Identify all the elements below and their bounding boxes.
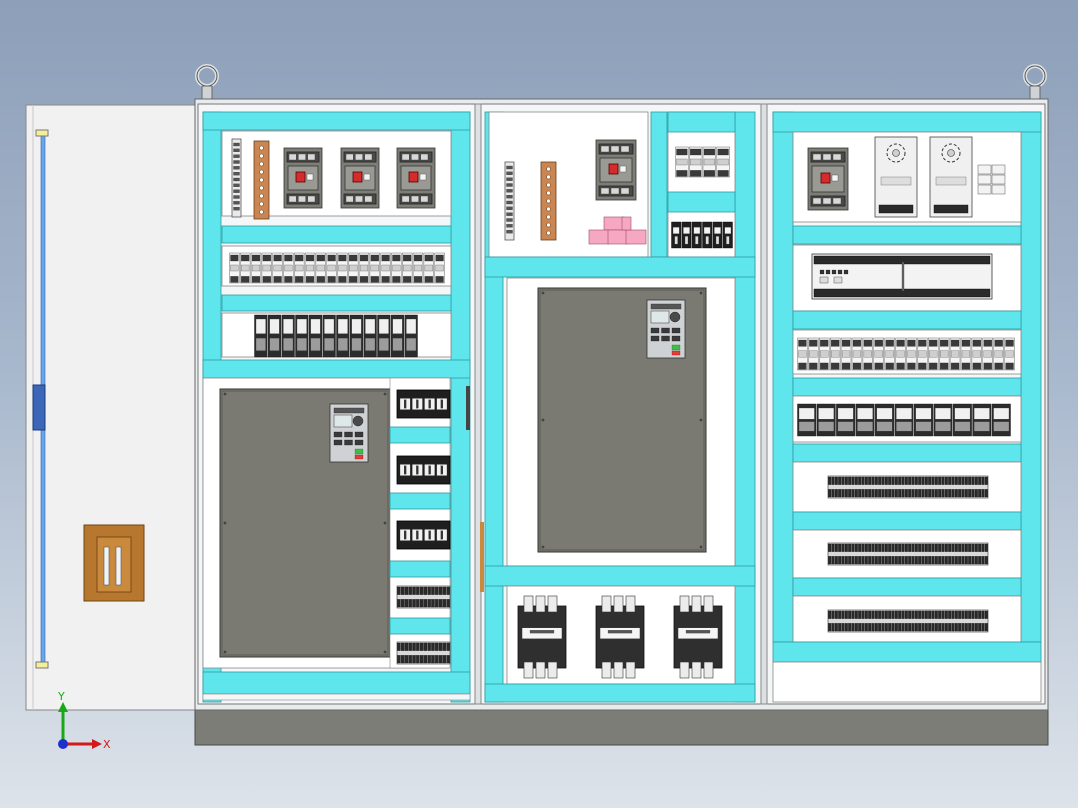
terminal-block-row (396, 585, 451, 609)
din-rail (202, 111, 471, 131)
relay-strip (797, 337, 1015, 371)
screw (541, 545, 545, 549)
din-rail (389, 426, 451, 444)
lifting-eye-right (1023, 64, 1047, 101)
contactor (517, 595, 567, 679)
door-hinge-lower (480, 522, 484, 592)
screw (699, 418, 703, 422)
door-latch (32, 384, 46, 431)
lifting-eye-left (195, 64, 219, 101)
door-hinge-upper (466, 386, 470, 430)
din-rail (389, 617, 451, 635)
relay-strip (671, 221, 733, 249)
din-rail (389, 560, 451, 578)
screw (223, 650, 227, 654)
contactor (673, 595, 723, 679)
din-rail (792, 225, 1022, 245)
din-rail (667, 111, 736, 133)
vfd-keypad (329, 403, 369, 463)
din-rail (734, 111, 756, 703)
din-rail (772, 641, 1042, 663)
relay-strip (675, 146, 730, 178)
vfd-keypad (646, 299, 686, 359)
din-rail (650, 111, 668, 258)
fan-grille (886, 143, 906, 163)
triad-x-label: X (103, 738, 111, 751)
terminal-block-row (827, 609, 989, 633)
din-rail (389, 492, 451, 510)
din-rail (772, 111, 794, 643)
terminal-block-row (827, 475, 989, 499)
din-rail (792, 377, 1022, 397)
screw (541, 291, 545, 295)
bottom-trim (202, 693, 471, 701)
circuit-breaker (283, 147, 323, 209)
copper-busbar (253, 140, 270, 220)
neutral-bar (504, 161, 515, 241)
power-supply (874, 136, 918, 218)
relay-strip (229, 252, 445, 284)
din-rail (202, 671, 471, 695)
middle-section (484, 111, 756, 703)
cabinet-door-open (25, 104, 197, 711)
din-rail (792, 443, 1022, 463)
triad-origin (58, 739, 68, 749)
neutral-bar (231, 138, 242, 218)
terminal-block-row (827, 542, 989, 566)
variable-frequency-drive (537, 287, 707, 553)
screw (383, 521, 387, 525)
pink-terminal-group (588, 216, 647, 245)
cabinet-base-plinth (194, 707, 1049, 746)
din-rail (792, 310, 1022, 330)
din-rail (792, 511, 1022, 531)
breaker-toggle (352, 171, 363, 183)
din-rail (221, 294, 452, 312)
triad-y-label: Y (57, 690, 65, 703)
din-rail (1020, 111, 1042, 643)
contactor (595, 595, 645, 679)
small-terminal-blocks (977, 164, 1006, 195)
din-rail (792, 577, 1022, 597)
circuit-breaker (807, 147, 849, 211)
circuit-breaker (340, 147, 380, 209)
screw (223, 521, 227, 525)
circuit-breaker (396, 147, 436, 209)
coordinate-triad: Y X (57, 690, 111, 751)
power-supply (929, 136, 973, 218)
screw (223, 392, 227, 396)
screw (383, 650, 387, 654)
screw (699, 291, 703, 295)
din-rail (484, 256, 756, 278)
screw (383, 392, 387, 396)
screw (699, 545, 703, 549)
relay-strip (254, 314, 418, 358)
breaker-toggle (408, 171, 419, 183)
circuit-breaker (595, 139, 637, 201)
din-rail (221, 225, 452, 244)
breaker-toggle (295, 171, 306, 183)
left-section (202, 111, 471, 703)
relay-module (396, 389, 451, 419)
din-rail (772, 111, 1042, 133)
relay-module (396, 455, 451, 485)
din-rail (202, 359, 471, 379)
breaker-toggle (820, 172, 831, 184)
din-rail (667, 191, 736, 213)
terminal-block-row (396, 641, 451, 665)
breaker-toggle (608, 163, 619, 175)
relay-strip (797, 403, 1011, 437)
relay-module (396, 520, 451, 550)
variable-frequency-drive (219, 388, 391, 658)
copper-busbar (540, 161, 557, 241)
fan-grille (941, 143, 961, 163)
din-rail (484, 565, 756, 587)
mounting-plate (772, 661, 1042, 703)
screw (541, 418, 545, 422)
right-section (772, 111, 1042, 703)
plc-controller (811, 253, 993, 300)
din-rail (484, 683, 756, 703)
